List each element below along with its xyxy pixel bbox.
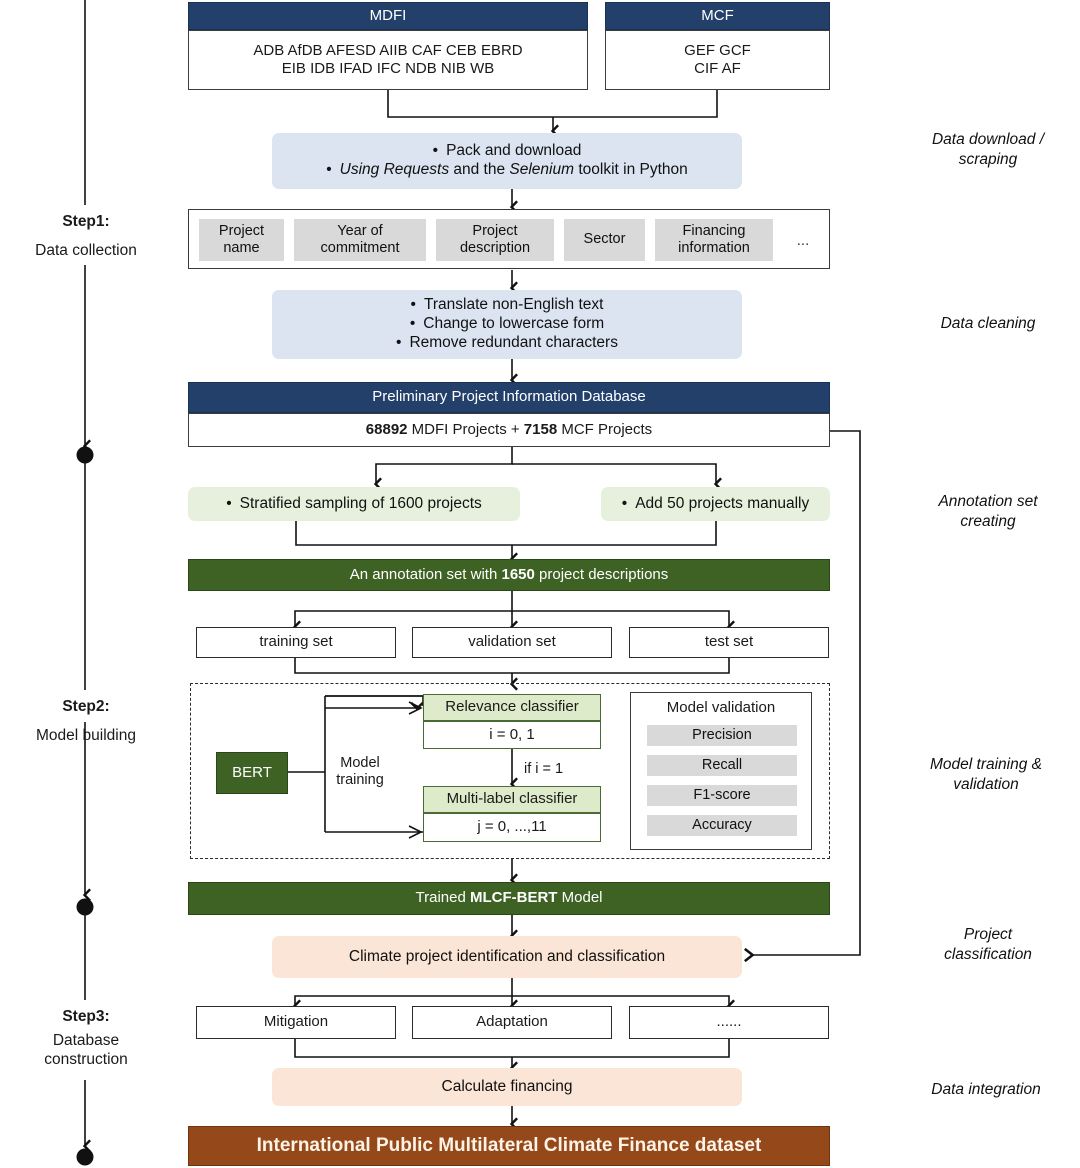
trained-model-box: Trained MLCF-BERT Model bbox=[188, 882, 830, 915]
metric-precision: Precision bbox=[647, 725, 797, 746]
relevance-classifier-body: i = 0, 1 bbox=[423, 721, 601, 749]
metric-f1-score: F1-score bbox=[647, 785, 797, 806]
timeline-dot-1 bbox=[76, 446, 94, 464]
mcf-header: MCF bbox=[605, 2, 830, 30]
model-validation-panel: Model validation Precision Recall F1-sco… bbox=[630, 692, 812, 850]
note-annotation-set: Annotation set creating bbox=[938, 493, 1038, 531]
step-3-title: Step3: bbox=[62, 1008, 110, 1025]
training-set-box: training set bbox=[196, 627, 396, 658]
field-chip-year-of-commitment: Year of commitment bbox=[294, 219, 426, 261]
metric-recall: Recall bbox=[647, 755, 797, 776]
field-chip-financing-information: Financing information bbox=[655, 219, 773, 261]
cleaning-bullet-1: Translate non-English text bbox=[282, 296, 732, 315]
annotation-count: 1650 bbox=[501, 565, 535, 583]
mdfi-line-2: EIB IDB IFAD IFC NDB NIB WB bbox=[281, 60, 495, 77]
field-ellipsis: ... bbox=[796, 231, 810, 249]
cleaning-step-box: Translate non-English text Change to low… bbox=[272, 290, 742, 359]
field-chip-project-description: Project description bbox=[436, 219, 554, 261]
note-project-classification: Project classification bbox=[944, 926, 1032, 964]
final-dataset-box: International Public Multilateral Climat… bbox=[188, 1126, 830, 1166]
mcf-body: GEF GCF CIF AF bbox=[605, 30, 830, 90]
model-building-region bbox=[190, 683, 830, 859]
category-others: ...... bbox=[629, 1006, 829, 1039]
timeline-dot-2 bbox=[76, 898, 94, 916]
timeline-dot-3 bbox=[76, 1148, 94, 1166]
category-adaptation: Adaptation bbox=[412, 1006, 612, 1039]
category-mitigation: Mitigation bbox=[196, 1006, 396, 1039]
model-name: MLCF-BERT bbox=[469, 889, 558, 907]
bert-box: BERT bbox=[216, 752, 288, 794]
cleaning-bullets: Translate non-English text Change to low… bbox=[272, 296, 742, 353]
stratified-sampling-box: Stratified sampling of 1600 projects bbox=[188, 487, 520, 521]
mdfi-header: MDFI bbox=[188, 2, 588, 30]
fields-container: Project name Year of commitment Project … bbox=[188, 209, 830, 269]
download-bullets: Pack and download Using Requests and the… bbox=[272, 142, 742, 180]
model-training-label: Model training bbox=[336, 755, 384, 789]
relevance-classifier-header: Relevance classifier bbox=[423, 694, 601, 721]
step-2-subtitle: Model building bbox=[36, 727, 136, 744]
validation-set-box: validation set bbox=[412, 627, 612, 658]
model-validation-title: Model validation bbox=[666, 699, 776, 716]
multilabel-classifier-body: j = 0, ...,11 bbox=[423, 813, 601, 842]
mcf-line-2: CIF AF bbox=[694, 60, 741, 77]
preliminary-db-header: Preliminary Project Information Database bbox=[188, 382, 830, 413]
mdfi-body: ADB AfDB AFESD AIIB CAF CEB EBRD EIB IDB… bbox=[188, 30, 588, 90]
test-set-box: test set bbox=[629, 627, 829, 658]
condition-label: if i = 1 bbox=[524, 761, 564, 777]
field-chip-project-name: Project name bbox=[199, 219, 284, 261]
mdfi-line-1: ADB AfDB AFESD AIIB CAF CEB EBRD bbox=[253, 41, 523, 59]
metric-accuracy: Accuracy bbox=[647, 815, 797, 836]
note-data-cleaning: Data cleaning bbox=[940, 315, 1036, 332]
download-bullet-2: Using Requests and the Selenium toolkit … bbox=[282, 161, 732, 180]
mcf-line-1: GEF GCF bbox=[684, 41, 751, 59]
download-step-box: Pack and download Using Requests and the… bbox=[272, 133, 742, 189]
cleaning-bullet-2: Change to lowercase form bbox=[282, 315, 732, 334]
mcf-count: 7158 bbox=[523, 420, 558, 438]
manual-add-box: Add 50 projects manually bbox=[601, 487, 830, 521]
preliminary-db-counts: 68892 MDFI Projects + 7158 MCF Projects bbox=[188, 413, 830, 447]
mdfi-count: 68892 bbox=[365, 420, 408, 438]
climate-classification-box: Climate project identification and class… bbox=[272, 936, 742, 978]
step-1-title: Step1: bbox=[62, 213, 110, 230]
annotation-set-box: An annotation set with 1650 project desc… bbox=[188, 559, 830, 591]
note-data-integration: Data integration bbox=[931, 1081, 1041, 1098]
download-bullet-1: Pack and download bbox=[282, 142, 732, 161]
note-model-training: Model training & validation bbox=[929, 756, 1042, 794]
note-data-download: Data download / scraping bbox=[931, 131, 1045, 169]
calculate-financing-box: Calculate financing bbox=[272, 1068, 742, 1106]
step-2-title: Step2: bbox=[62, 698, 110, 715]
multilabel-classifier-header: Multi-label classifier bbox=[423, 786, 601, 813]
step-3-subtitle: Database construction bbox=[44, 1032, 128, 1069]
field-chip-sector: Sector bbox=[564, 219, 645, 261]
step-1-subtitle: Data collection bbox=[35, 242, 137, 259]
cleaning-bullet-3: Remove redundant characters bbox=[282, 334, 732, 353]
